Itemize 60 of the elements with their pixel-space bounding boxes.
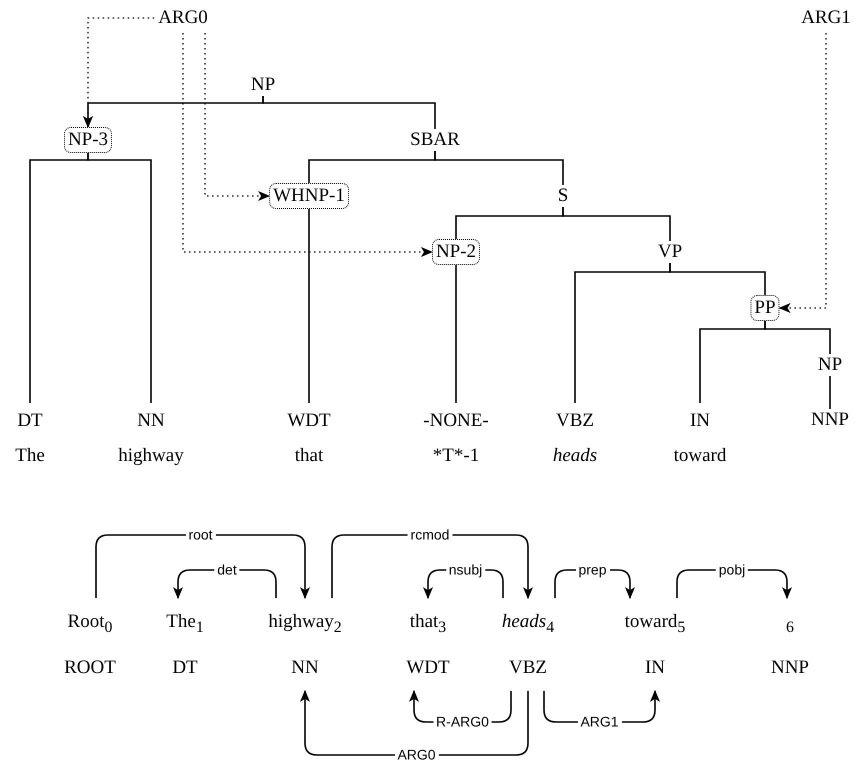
- phrase-label: NP: [250, 74, 276, 96]
- pos-tag: VBZ: [552, 403, 598, 438]
- tree-branch: [562, 207, 671, 241]
- phrase-label: PP: [750, 295, 780, 321]
- phrase-label: NP: [818, 354, 842, 376]
- role-label: ARG0: [158, 7, 208, 29]
- word-label: that$_{3}$: [408, 610, 448, 638]
- edge-label: pobj: [716, 562, 748, 578]
- edge-label: nsubj: [446, 562, 486, 578]
- pos-tag: IN: [674, 403, 726, 438]
- word-label: highway: [118, 444, 184, 468]
- pos-tag: NN: [268, 648, 342, 688]
- word-label: heads: [552, 444, 598, 468]
- tree-branch: [829, 376, 831, 409]
- tree-branch: [262, 96, 436, 129]
- tree-branch: [669, 263, 766, 295]
- edge-label: root: [185, 528, 216, 542]
- pos-tag: WDT: [406, 648, 450, 688]
- edge-label: rcmod: [408, 528, 452, 542]
- word-label: The: [15, 444, 45, 468]
- pos-tag: WDT: [287, 403, 331, 438]
- edge-label: ARG0: [394, 748, 439, 761]
- word-label: The$_{1}$: [166, 610, 204, 638]
- dotted-arrow: [204, 33, 270, 201]
- role-label: ARG1: [801, 7, 851, 29]
- word-label: *T*-1: [432, 444, 480, 468]
- word-label: toward$_{5}$: [624, 610, 686, 638]
- phrase-label: WHNP-1: [269, 183, 349, 209]
- edge-label: ARG1: [577, 714, 622, 730]
- word-label: that: [294, 444, 324, 468]
- edge-label: R-ARG0: [433, 714, 492, 730]
- phrase-label: NP-2: [432, 239, 480, 265]
- tree-branch: [434, 151, 564, 185]
- dotted-arrow: [778, 33, 827, 313]
- phrase-label: VP: [658, 241, 682, 263]
- pos-tag: NN: [118, 403, 184, 438]
- word-label: 6: [785, 618, 795, 638]
- pos-tag: DT: [15, 403, 45, 438]
- phrase-label: S: [558, 185, 568, 207]
- pos-tag: -NONE-: [423, 403, 489, 438]
- arrow: [95, 534, 310, 600]
- pos-tag: DT: [166, 648, 204, 688]
- phrase-label: NP-3: [64, 127, 112, 153]
- dotted-arrow: [182, 33, 433, 257]
- word-label: Root$_{0}$: [66, 610, 114, 638]
- word-label: highway$_{2}$: [268, 610, 342, 638]
- phrase-label: SBAR: [410, 129, 460, 151]
- pos-tag: NNP: [811, 409, 849, 431]
- tree-branch: [87, 153, 152, 403]
- tree-branch: [764, 321, 831, 354]
- tree-branch: [308, 209, 310, 403]
- dotted-arrow: [83, 17, 154, 128]
- edge-label: det: [214, 562, 240, 578]
- pos-tag: ROOT: [64, 648, 116, 688]
- pos-tag: VBZ: [502, 648, 554, 688]
- word-label: toward: [674, 444, 726, 468]
- pos-tag: IN: [624, 648, 686, 688]
- word-label: heads$_{4}$: [502, 610, 554, 638]
- pos-tag: NNP: [771, 648, 809, 688]
- tree-branch: [455, 265, 457, 403]
